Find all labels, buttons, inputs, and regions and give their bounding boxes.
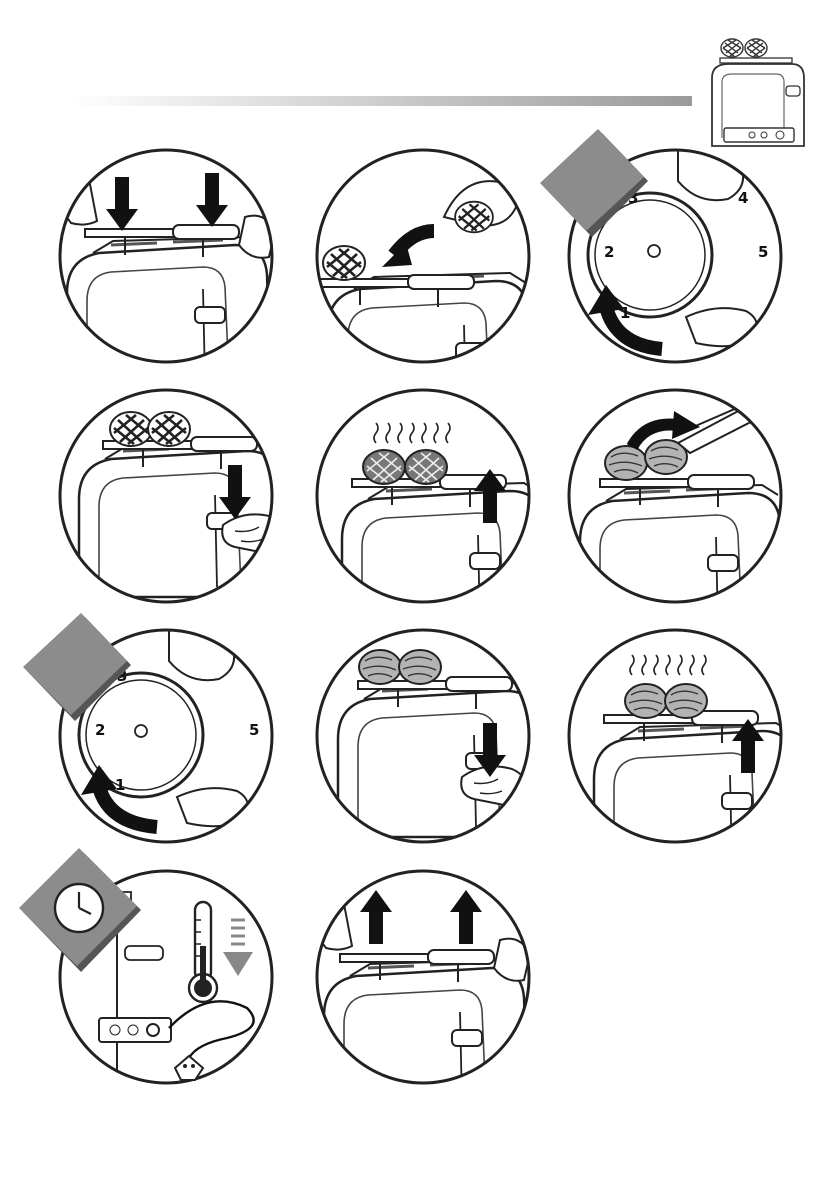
- step-panel-9-pop-up: [566, 627, 784, 845]
- header-gradient-bar: [70, 96, 692, 106]
- toaster-thumbnail: [700, 34, 812, 150]
- step-panel-8-press-lever: [314, 627, 532, 845]
- bun-icon: [721, 39, 767, 57]
- step-panel-4-press-lever: [57, 387, 275, 605]
- steam-icon: [630, 655, 706, 675]
- dial-label-5: 5: [758, 243, 768, 261]
- thermometer-icon: [189, 902, 217, 1002]
- arrow-down-icon: [223, 920, 253, 976]
- step-panel-11-raise-rack: [314, 868, 532, 1086]
- arrow-down-icon: [196, 173, 228, 227]
- step-panel-3-dial: 1 2 3 4 5: [566, 147, 784, 365]
- step-panel-5-pop-up: [314, 387, 532, 605]
- step-panel-1-lower-rack: [57, 147, 275, 365]
- dial-label-5: 5: [249, 721, 259, 739]
- steam-icon: [374, 423, 450, 443]
- step-panel-7-dial: 1 2 3 5: [57, 627, 275, 845]
- arrow-up-icon: [360, 890, 392, 944]
- step-panel-10-cool-down: [57, 868, 275, 1086]
- step-panel-6-turn-buns: [566, 387, 784, 605]
- clock-icon: [19, 848, 141, 972]
- dial-label-4: 4: [738, 189, 748, 207]
- step-panel-2-place-bun: [314, 147, 532, 365]
- dial-label-2: 2: [604, 243, 614, 261]
- arrow-down-icon: [106, 177, 138, 231]
- arrow-up-icon: [450, 890, 482, 944]
- dial-label-1: 1: [115, 776, 125, 794]
- dial-label-2: 2: [95, 721, 105, 739]
